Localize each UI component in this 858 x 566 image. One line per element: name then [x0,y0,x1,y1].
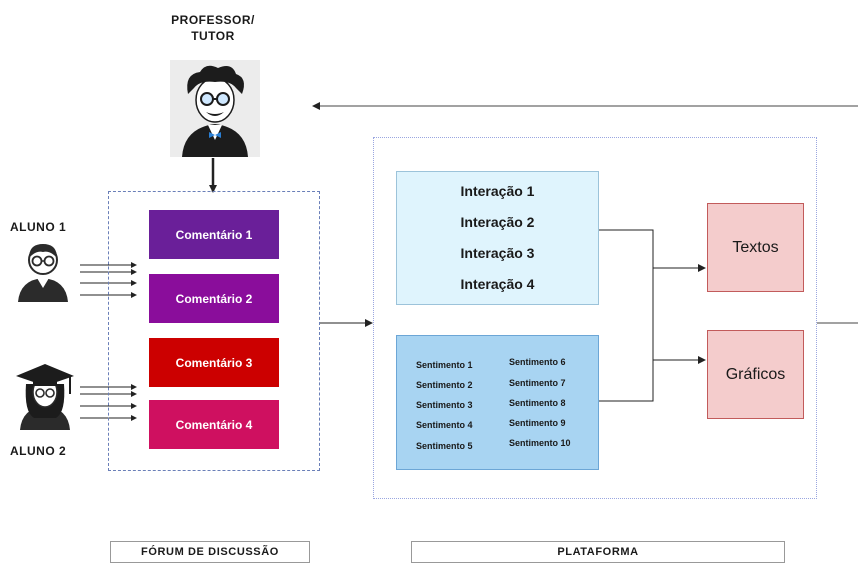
graduate-student-icon [14,362,76,430]
comment-1: Comentário 1 [149,210,279,259]
sentiment-4: Sentimento 4 [416,420,473,430]
professor-label-line1: PROFESSOR/ [171,13,255,27]
sentiment-7: Sentimento 7 [509,378,566,388]
student-icon [14,240,72,302]
sentiment-8: Sentimento 8 [509,398,566,408]
professor-label: PROFESSOR/ TUTOR [160,12,266,44]
merge-lines [599,229,706,402]
output-texts: Textos [707,203,804,292]
sentiment-2: Sentimento 2 [416,380,473,390]
student1-label: ALUNO 1 [10,220,67,234]
professor-icon [170,60,260,157]
sentiments-box: Sentimento 1 Sentimento 2 Sentimento 3 S… [396,335,599,470]
interaction-1: Interação 1 [460,183,535,199]
interaction-3: Interação 3 [460,245,535,261]
sentiment-9: Sentimento 9 [509,418,566,428]
sentiment-5: Sentimento 5 [416,441,473,451]
interactions-box: Interação 1 Interação 2 Interação 3 Inte… [396,171,599,305]
platform-container [373,137,817,499]
sentiment-10: Sentimento 10 [509,438,571,448]
interaction-4: Interação 4 [460,276,535,292]
platform-caption: PLATAFORMA [411,541,785,563]
student2-label: ALUNO 2 [10,444,67,458]
comment-3: Comentário 3 [149,338,279,387]
professor-label-line2: TUTOR [191,29,235,43]
sentiment-6: Sentimento 6 [509,357,566,367]
output-charts: Gráficos [707,330,804,419]
forum-container [108,191,320,471]
sentiment-3: Sentimento 3 [416,400,473,410]
sentiment-1: Sentimento 1 [416,360,473,370]
forum-caption: FÓRUM DE DISCUSSÃO [110,541,310,563]
interaction-2: Interação 2 [460,214,535,230]
comment-4: Comentário 4 [149,400,279,449]
comment-2: Comentário 2 [149,274,279,323]
